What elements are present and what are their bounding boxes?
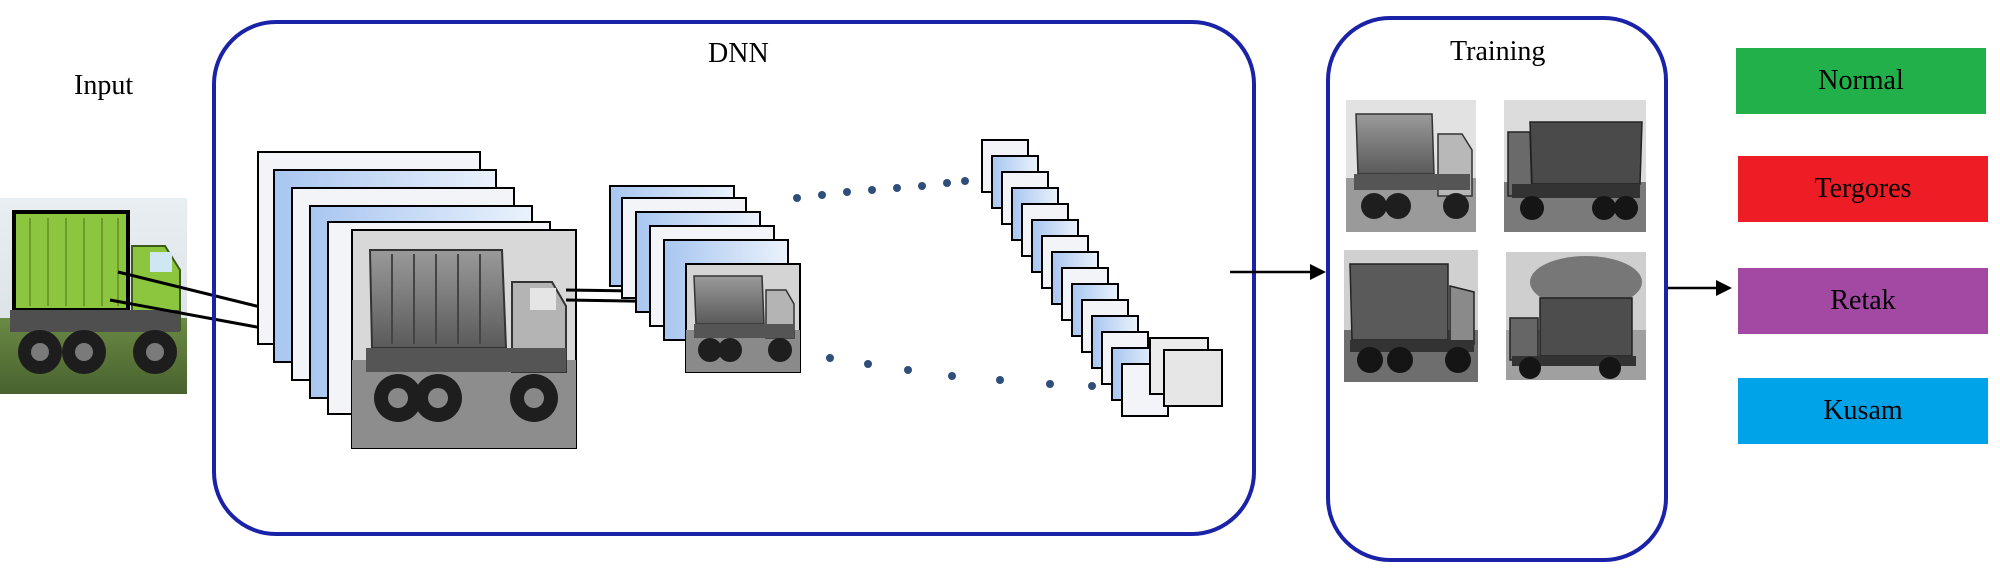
input-photo: [0, 198, 187, 394]
arrow-to-classes: [1668, 280, 1732, 296]
input-label: Input: [74, 70, 134, 101]
class-retak: Retak: [1738, 268, 1988, 334]
dnn-frame: [212, 20, 1256, 536]
class-normal: Normal: [1736, 48, 1986, 114]
dnn-label: DNN: [708, 38, 769, 69]
training-frame: [1326, 16, 1668, 562]
class-kusam: Kusam: [1738, 378, 1988, 444]
training-label: Training: [1450, 36, 1546, 67]
class-tergores: Tergores: [1738, 156, 1988, 222]
